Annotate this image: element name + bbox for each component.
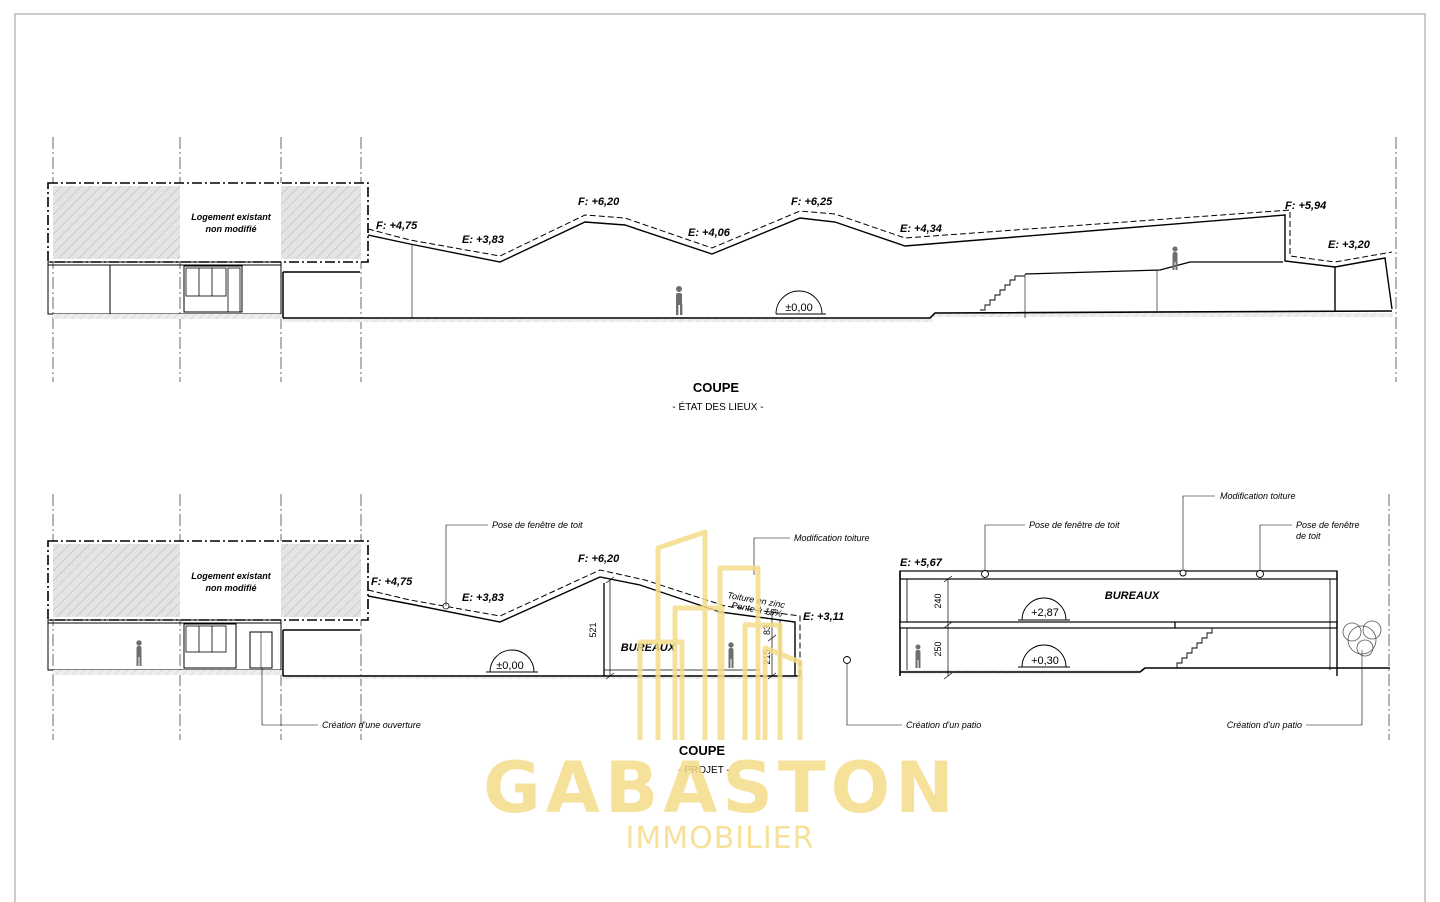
tree-icon (1342, 620, 1382, 668)
elevation-label: E: +5,67 (900, 557, 943, 569)
elevation-label: F: +6,20 (578, 196, 620, 208)
section-title-existing: COUPE (693, 380, 740, 395)
elevation-label: F: +5,94 (1285, 200, 1326, 212)
section-subtitle-existing: - ÉTAT DES LIEUX - (672, 400, 763, 413)
annotation-opening: Création d'une ouverture (322, 720, 421, 730)
section-subtitle-project: - PROJET - (678, 765, 729, 776)
existing-house-label-2: non modifié (206, 224, 257, 234)
elevation-label: F: +6,20 (578, 553, 620, 565)
level-marker: +2,87 (1031, 607, 1059, 619)
section-project: Logement existant non modifié (47, 491, 1390, 776)
annotation-patio: Création d'un patio (906, 720, 981, 730)
dimension-label: 521 (588, 622, 598, 637)
elevation-label: F: +6,25 (791, 196, 833, 208)
sheet-frame (14, 13, 1426, 902)
section-existing: Logement existant non modifié (47, 137, 1397, 413)
elevation-label: E: +3,83 (462, 592, 504, 604)
floor-level-project: ±0,00 (496, 660, 523, 672)
watermark-tagline: IMMOBILIER (625, 821, 814, 856)
level-marker: +0,30 (1031, 655, 1059, 667)
existing-house-label-2: non modifié (206, 583, 257, 593)
elevation-label: E: +3,20 (1328, 239, 1371, 251)
elevation-label: E: +3,83 (462, 234, 504, 246)
dimension-label: 240 (933, 593, 943, 608)
existing-house-label: Logement existant (191, 571, 272, 581)
annotation-roof-modification: Modification toiture (1220, 491, 1296, 501)
gabaston-logo: GABASTON IMMOBILIER (483, 529, 958, 856)
existing-house-label: Logement existant (191, 212, 272, 222)
elevation-label: E: +4,06 (688, 227, 731, 239)
annotation-roof-modification: Modification toiture (794, 533, 870, 543)
annotation-skylight: Pose de fenêtre de toit (492, 520, 583, 530)
annotation-patio: Création d'un patio (1227, 720, 1302, 730)
section-title-project: COUPE (679, 743, 726, 758)
elevation-label: F: +4,75 (376, 220, 418, 232)
room-label-bureaux: BUREAUX (621, 642, 676, 654)
dimension-label: 250 (933, 641, 943, 656)
annotation-skylight: Pose de fenêtre (1296, 520, 1360, 530)
watermark-brand: GABASTON (483, 747, 958, 829)
annotation-skylight: Pose de fenêtre de toit (1029, 520, 1120, 530)
elevation-label: E: +4,34 (900, 223, 942, 235)
dimension-label: 83 (762, 625, 772, 635)
annotation-skylight: de toit (1296, 531, 1321, 541)
floor-level-existing: ±0,00 (785, 302, 812, 314)
elevation-label: E: +3,11 (803, 611, 844, 623)
room-label-bureaux: BUREAUX (1105, 590, 1160, 602)
elevation-label: F: +4,75 (371, 576, 413, 588)
